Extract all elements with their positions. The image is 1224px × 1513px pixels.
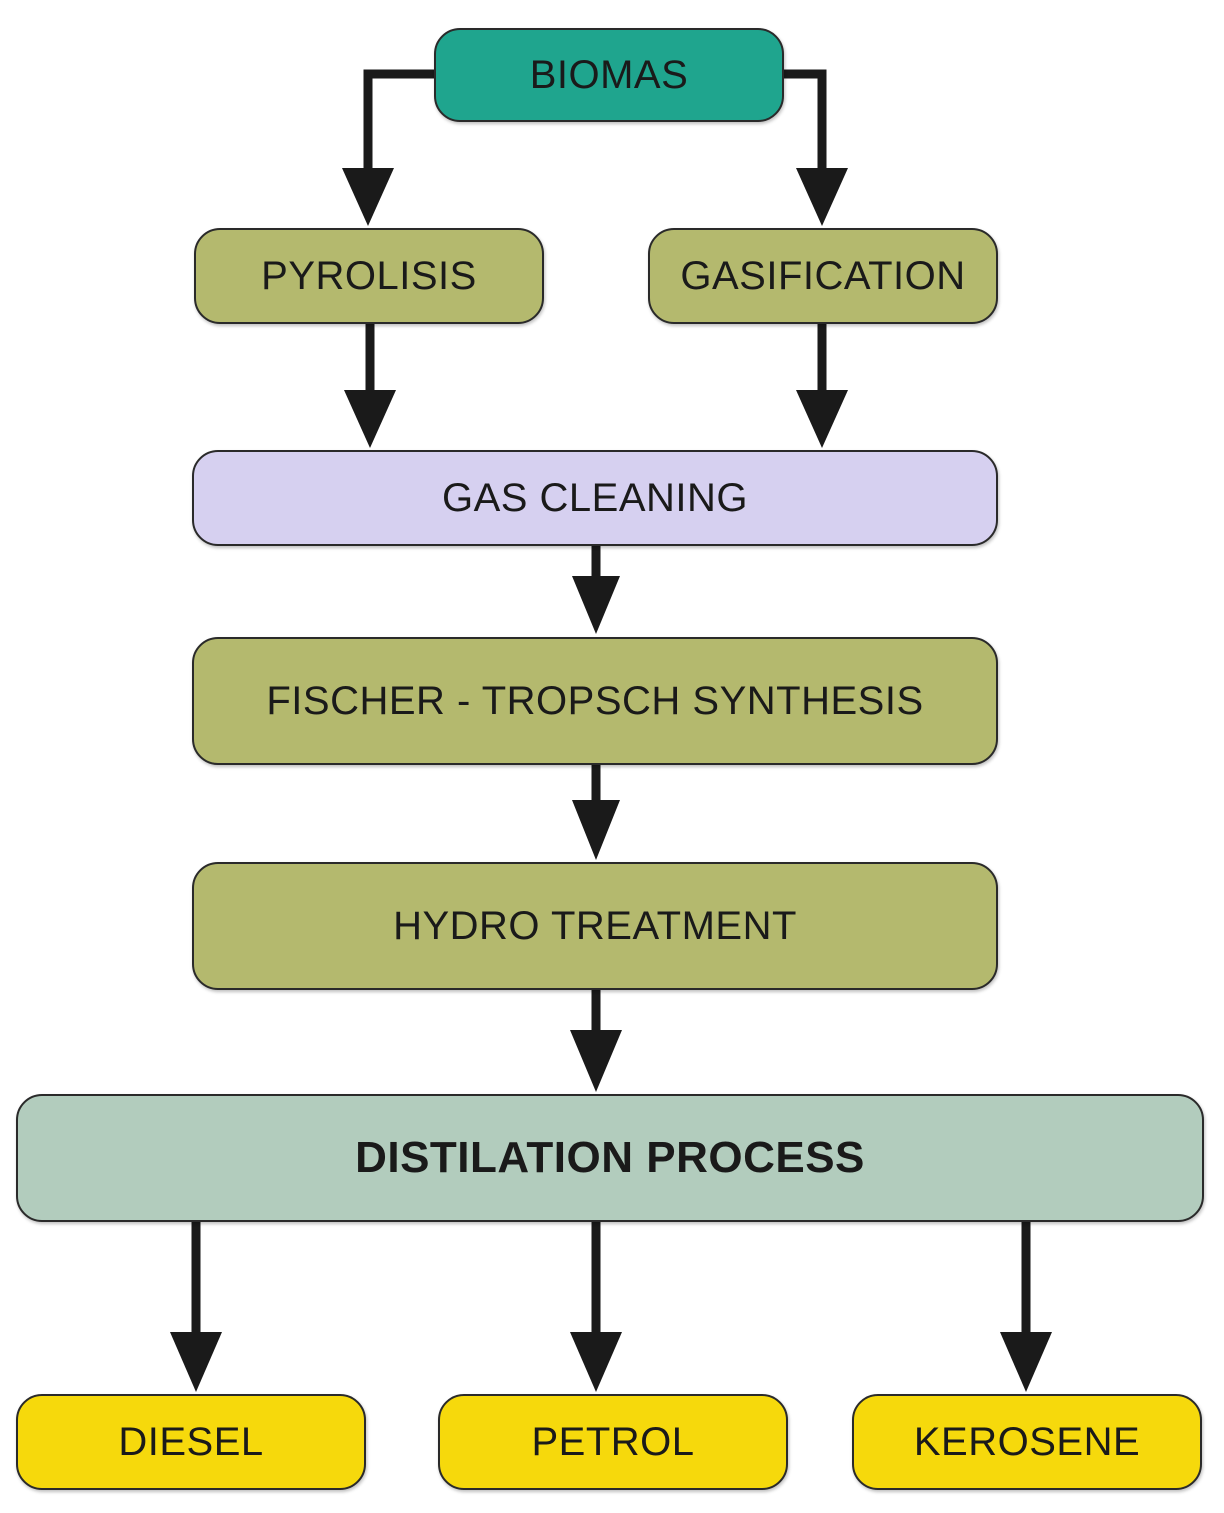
node-label: PYROLISIS <box>261 253 477 298</box>
node-label: GASIFICATION <box>680 253 966 298</box>
node-fischer-tropsch-synthesis: FISCHER - TROPSCH SYNTHESIS <box>192 637 998 765</box>
edge-gas-cleaning-to-fischer <box>572 546 620 634</box>
arrowhead <box>570 1332 622 1392</box>
edge-distilation-to-kerosene <box>1000 1222 1052 1392</box>
node-pyrolisis: PYROLISIS <box>194 228 544 324</box>
edge-fischer-to-hydro <box>572 765 620 860</box>
arrowhead <box>1000 1332 1052 1392</box>
node-label: DIESEL <box>118 1419 264 1464</box>
edge-hydro-to-distilation <box>570 990 622 1092</box>
arrowhead <box>796 168 848 226</box>
connector-line <box>363 69 434 176</box>
edge-distilation-to-petrol <box>570 1222 622 1392</box>
node-hydro-treatment: HYDRO TREATMENT <box>192 862 998 990</box>
node-label: GAS CLEANING <box>441 475 749 520</box>
node-label: KEROSENE <box>913 1419 1141 1464</box>
node-gasification: GASIFICATION <box>648 228 998 324</box>
node-diesel: DIESEL <box>16 1394 366 1490</box>
arrowhead <box>570 1030 622 1092</box>
edge-biomas-to-pyrolisis <box>342 69 434 226</box>
node-label: BIOMAS <box>529 52 689 97</box>
edge-pyrolisis-to-gas-cleaning <box>344 324 396 448</box>
edge-biomas-to-gasification <box>784 69 848 226</box>
node-label: PETROL <box>531 1419 695 1464</box>
arrowhead <box>342 168 394 226</box>
node-distilation-process: DISTILATION PROCESS <box>16 1094 1204 1222</box>
arrowhead <box>572 576 620 634</box>
edge-gasification-to-gas-cleaning <box>796 324 848 448</box>
connector-line <box>784 69 827 176</box>
arrowhead <box>344 390 396 448</box>
edge-distilation-to-diesel <box>170 1222 222 1392</box>
arrowhead <box>170 1332 222 1392</box>
arrowhead <box>572 800 620 860</box>
node-label: DISTILATION PROCESS <box>355 1133 865 1182</box>
node-label: HYDRO TREATMENT <box>393 903 797 948</box>
node-petrol: PETROL <box>438 1394 788 1490</box>
arrowhead <box>796 390 848 448</box>
node-kerosene: KEROSENE <box>852 1394 1202 1490</box>
node-label: FISCHER - TROPSCH SYNTHESIS <box>266 678 924 723</box>
node-biomas: BIOMAS <box>434 28 784 122</box>
node-gas-cleaning: GAS CLEANING <box>192 450 998 546</box>
